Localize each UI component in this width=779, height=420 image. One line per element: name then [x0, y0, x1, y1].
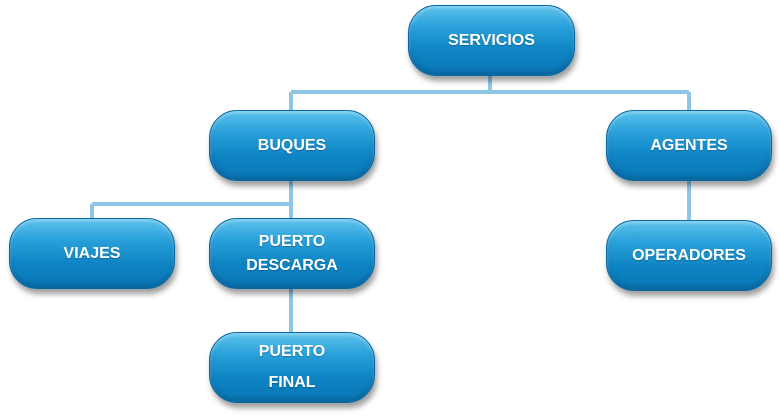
- node-viajes[interactable]: VIAJES: [9, 218, 175, 289]
- node-puerto-final[interactable]: PUERTO FINAL: [209, 332, 375, 403]
- node-servicios-label: SERVICIOS: [448, 31, 535, 49]
- node-buques-label: BUQUES: [257, 136, 327, 154]
- node-servicios[interactable]: SERVICIOS: [408, 5, 575, 76]
- node-operadores[interactable]: OPERADORES: [606, 220, 772, 291]
- node-agentes[interactable]: AGENTES: [606, 110, 772, 181]
- node-buques[interactable]: BUQUES: [209, 110, 375, 181]
- node-puerto-descarga-label: PUERTO DESCARGA: [246, 233, 338, 274]
- node-viajes-label: VIAJES: [63, 244, 121, 262]
- node-puerto-final-label: PUERTO FINAL: [258, 343, 326, 391]
- node-puerto-descarga[interactable]: PUERTO DESCARGA: [209, 218, 375, 289]
- node-agentes-label: AGENTES: [650, 136, 728, 154]
- node-operadores-label: OPERADORES: [632, 246, 746, 264]
